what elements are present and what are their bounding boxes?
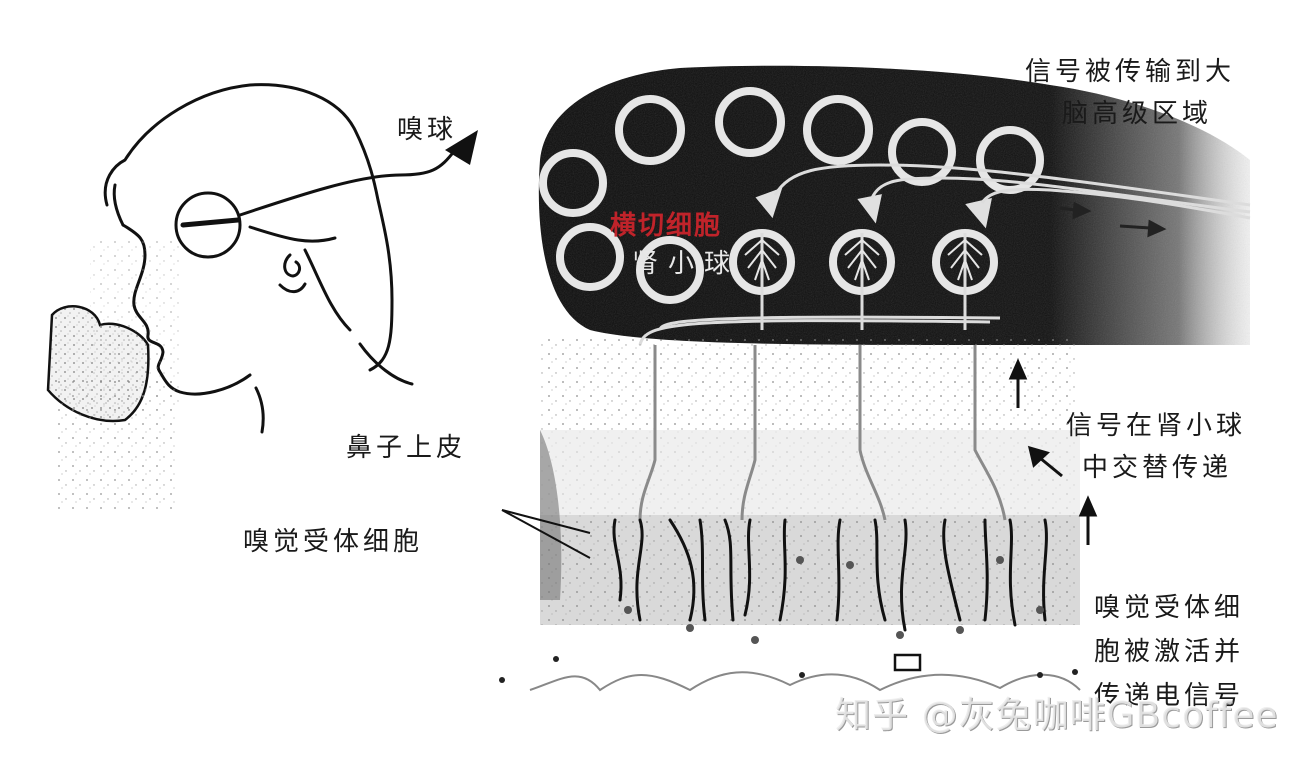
signal-arrows-right — [1008, 358, 1098, 545]
label-olfactory-receptor-cells: 嗅觉受体细胞 — [243, 527, 424, 557]
bottom-dots — [499, 656, 1078, 683]
label-signal-glomerulus-1: 信号在肾小球 — [1066, 411, 1247, 441]
label-receptor-activated-2: 胞被激活并 — [1094, 637, 1245, 667]
glomeruli — [539, 87, 1044, 304]
cilia-bottom — [529, 671, 1081, 692]
label-glomerulus: 肾小球 — [632, 249, 741, 279]
label-signal-glomerulus-2: 中交替传递 — [1082, 453, 1233, 483]
label-signal-to-brain-2: 脑高级区域 — [1062, 99, 1213, 129]
cell-nuclei — [624, 556, 1044, 644]
receptor-cells — [612, 518, 1048, 632]
odor-particles — [46, 240, 180, 510]
receptor-pointer-lines — [501, 509, 591, 559]
label-receptor-activated-3: 传递电信号 — [1094, 681, 1245, 711]
label-mitral-cells: 横切细胞 — [610, 211, 723, 241]
label-receptor-activated-1: 嗅觉受体细 — [1094, 593, 1245, 623]
mitral-cells — [755, 187, 992, 229]
label-signal-to-brain-1: 信号被传输到大 — [1025, 57, 1236, 87]
nasal-epithelium-layer — [540, 335, 1080, 625]
epithelium-left-edge — [540, 430, 562, 600]
glomerulus-dendrites — [744, 238, 983, 281]
arrow-to-bulb-icon — [445, 130, 478, 165]
watermark: 知乎 @灰兔咖啡GBcoffee — [835, 695, 1279, 736]
receptor-neuron-axons — [638, 345, 1007, 521]
olfactory-nerve-stroke — [180, 217, 241, 228]
highlight-box — [893, 653, 922, 672]
label-nasal-epithelium: 鼻子上皮 — [346, 433, 467, 463]
label-olfactory-bulb: 嗅球 — [397, 115, 458, 145]
olfactory-bulb-region — [538, 65, 1250, 345]
signal-arrows-bulb — [1059, 201, 1167, 238]
